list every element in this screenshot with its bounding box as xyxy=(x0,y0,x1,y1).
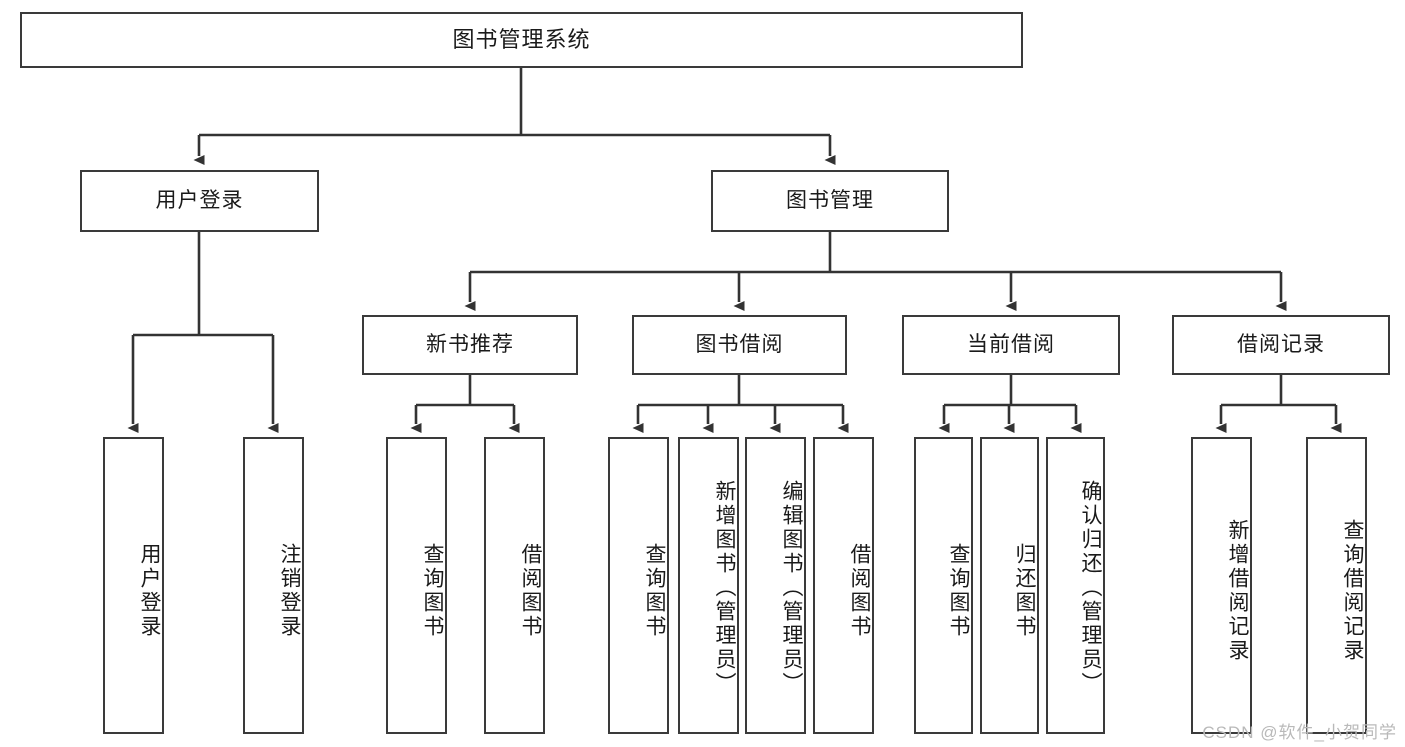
leaf-user-login[interactable]: 用户登录 xyxy=(103,437,164,734)
leaf-add-book-admin[interactable]: 新增图书（管理员） xyxy=(678,437,739,734)
leaf-query-book-current[interactable]: 查询图书 xyxy=(914,437,973,734)
node-book-management[interactable]: 图书管理 xyxy=(711,170,949,232)
node-borrow-record[interactable]: 借阅记录 xyxy=(1172,315,1390,375)
leaf-confirm-return-admin[interactable]: 确认归还（管理员） xyxy=(1046,437,1105,734)
node-root-system[interactable]: 图书管理系统 xyxy=(20,12,1023,68)
csdn-watermark: CSDN @软件_小贺同学 xyxy=(1202,723,1397,742)
leaf-borrow-book[interactable]: 借阅图书 xyxy=(813,437,874,734)
leaf-edit-book-admin[interactable]: 编辑图书（管理员） xyxy=(745,437,806,734)
node-new-book-recommend[interactable]: 新书推荐 xyxy=(362,315,578,375)
node-user-login[interactable]: 用户登录 xyxy=(80,170,319,232)
leaf-return-book[interactable]: 归还图书 xyxy=(980,437,1039,734)
leaf-query-book-borrow[interactable]: 查询图书 xyxy=(608,437,669,734)
leaf-add-borrow-record[interactable]: 新增借阅记录 xyxy=(1191,437,1252,734)
leaf-query-borrow-record[interactable]: 查询借阅记录 xyxy=(1306,437,1367,734)
leaf-logout[interactable]: 注销登录 xyxy=(243,437,304,734)
node-current-borrow[interactable]: 当前借阅 xyxy=(902,315,1120,375)
leaf-borrow-book-recommend[interactable]: 借阅图书 xyxy=(484,437,545,734)
leaf-query-book-recommend[interactable]: 查询图书 xyxy=(386,437,447,734)
node-book-borrow[interactable]: 图书借阅 xyxy=(632,315,847,375)
